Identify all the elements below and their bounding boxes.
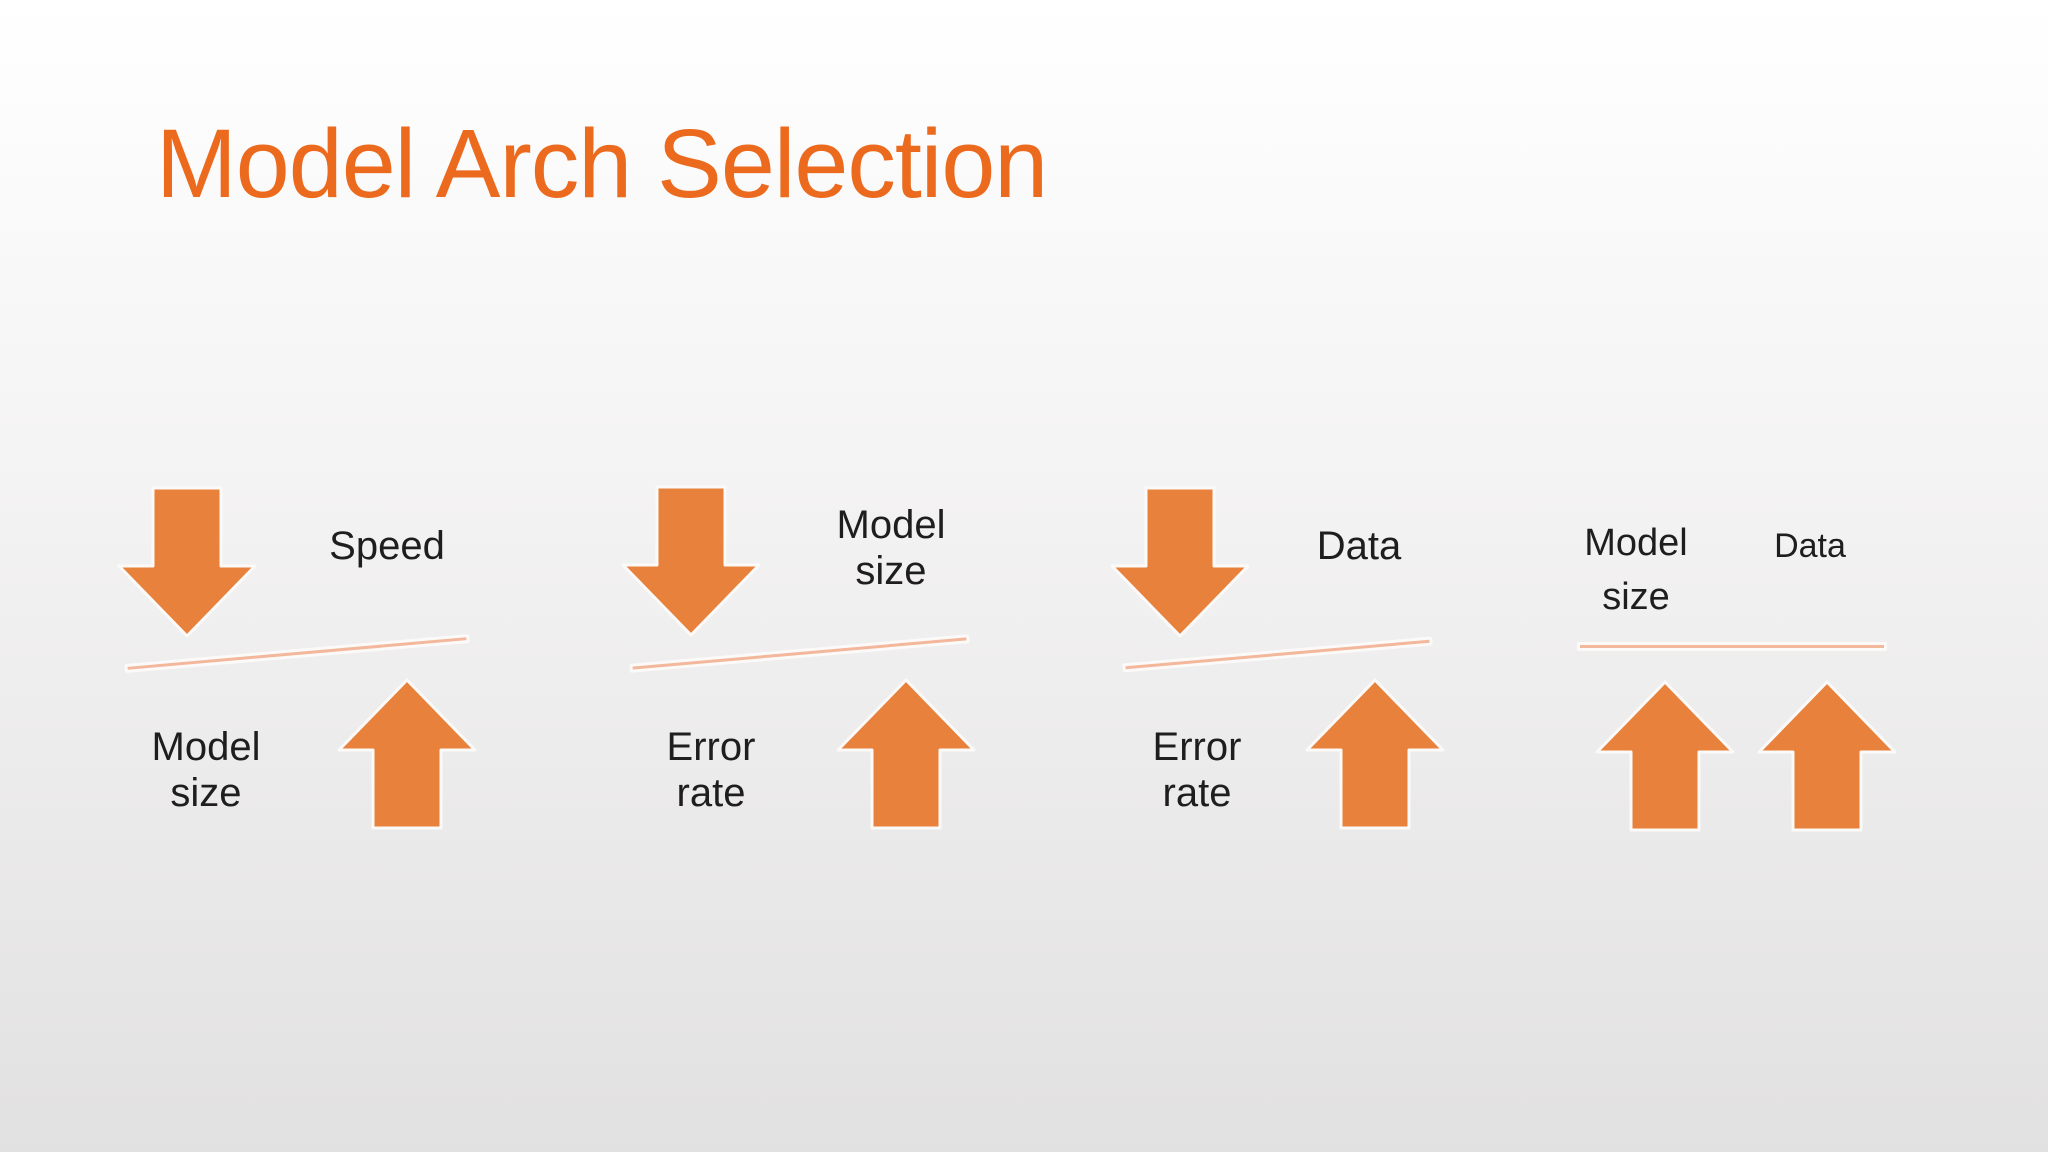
slide-title: Model Arch Selection bbox=[156, 109, 1048, 218]
up-arrow-icon bbox=[1757, 680, 1897, 832]
label-line: size bbox=[1602, 576, 1670, 618]
label-line: Model bbox=[836, 503, 946, 547]
seesaw-bar bbox=[124, 633, 470, 674]
label-line: Error bbox=[1152, 725, 1242, 769]
increased-factor-label: Speed bbox=[277, 523, 497, 569]
up-arrow-icon bbox=[836, 678, 976, 830]
label-line: Error bbox=[666, 725, 756, 769]
label-line: Model bbox=[151, 725, 261, 769]
balance-bar bbox=[1577, 642, 1887, 651]
up-arrow-icon bbox=[1305, 678, 1445, 830]
label-line: size bbox=[170, 771, 242, 815]
label-line: size bbox=[855, 549, 927, 593]
label-line: Model bbox=[1584, 522, 1688, 564]
down-arrow-icon bbox=[1110, 486, 1250, 638]
down-arrow-icon bbox=[621, 485, 761, 637]
down-arrow-icon bbox=[117, 486, 257, 638]
decreased-factor-label: Model size bbox=[96, 724, 316, 816]
label-line: Data bbox=[1316, 524, 1402, 568]
up-arrow-icon bbox=[1595, 680, 1735, 832]
label-line: Speed bbox=[329, 524, 445, 568]
seesaw-bar bbox=[1122, 636, 1433, 673]
label-line: Data bbox=[1774, 527, 1846, 565]
seesaw-bar bbox=[629, 634, 970, 673]
label-line: rate bbox=[1162, 771, 1232, 815]
decreased-factor-label: Error rate bbox=[1087, 724, 1307, 816]
increased-factor-label: Data bbox=[1249, 523, 1469, 569]
up-arrow-icon bbox=[337, 678, 477, 830]
increased-factor-label: Data bbox=[1700, 519, 1920, 573]
increased-factor-label: Model size bbox=[781, 502, 1001, 594]
increased-factor-label: Model size bbox=[1526, 516, 1746, 624]
decreased-factor-label: Error rate bbox=[601, 724, 821, 816]
label-line: rate bbox=[676, 771, 746, 815]
